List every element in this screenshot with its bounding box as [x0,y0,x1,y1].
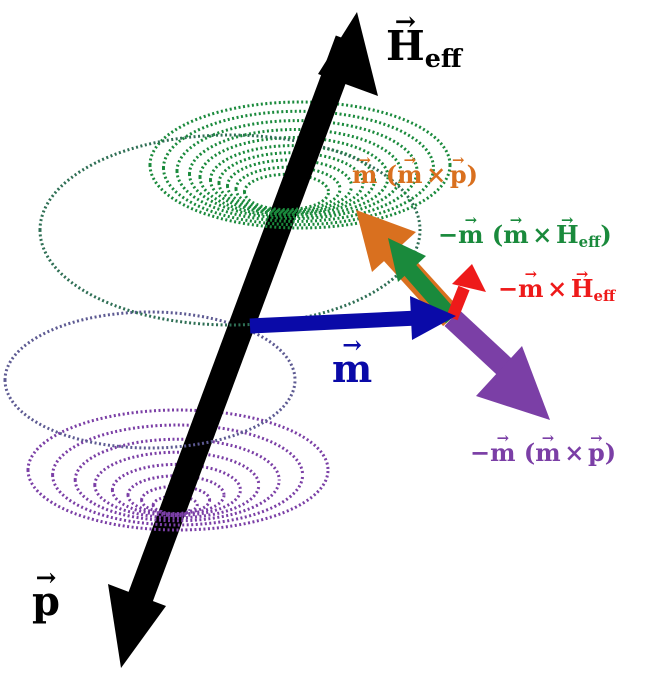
prefix: − [470,438,491,467]
precession-spiral-back [3,100,452,511]
spiral-arc [26,408,330,471]
label-neg-m-x-heff: −m×Heff [498,274,615,305]
label-neg-m-m-x-heff: −m (m×Heff) [438,220,612,251]
spiral-arc [188,128,403,175]
precession-spiral-front [3,164,452,532]
axis-head-top [318,12,378,96]
spiral-arc [73,437,281,481]
spiral-arc [209,179,376,216]
label-m: m [332,346,372,391]
spiral-arc [51,423,305,476]
m-symbol: m [458,220,483,249]
p-symbol: p [450,160,467,189]
eff-subscript: eff [593,287,616,306]
h-eff-sub: eff [424,43,462,74]
spiral-arc [198,136,390,178]
spiral-arc [73,479,281,523]
spiral-arc [126,494,226,516]
spiral-arc [51,474,305,527]
spiral-arc [3,310,297,381]
spiral-arc [175,170,419,223]
p-symbol: p [588,438,605,467]
m-symbol: m [490,438,515,467]
spiral-arc [226,158,353,187]
spiral-arc [198,176,390,218]
spiral-arc [188,173,403,220]
axis-arrow [108,12,378,668]
paren-open: ( [491,220,504,249]
label-m-m-x-p: m (m×p) [352,160,478,189]
p-main: p [32,578,60,625]
m-symbol: m [503,220,528,249]
axis-head-bottom [108,584,166,668]
m-symbol: m [397,160,422,189]
spiral-arc [38,229,422,327]
paren-open: ( [385,160,398,189]
paren-close: ) [600,220,612,249]
label-h-eff: Heff [386,22,462,73]
h-symbol: H [571,274,594,303]
m-main: m [332,346,372,391]
paren-close: ) [466,160,478,189]
spiral-arc [175,119,419,172]
spiral-arc [151,504,199,516]
label-p: p [32,578,60,625]
precession-torque-arrow-green [388,238,459,324]
magnetization-arrow-blue [249,296,456,340]
cross-operator: × [426,160,447,189]
m-symbol: m [352,160,377,189]
cross-operator: × [532,220,553,249]
cross-operator: × [547,274,568,303]
label-neg-m-m-x-p: −m (m×p) [470,438,616,467]
spiral-arc [3,379,297,450]
spiral-arc [38,133,422,231]
prefix: − [498,274,519,303]
h-eff-main: H [386,22,425,70]
eff-subscript: eff [578,233,601,252]
paren-close: ) [604,438,617,467]
cross-operator: × [564,438,585,467]
spiral-arc [26,469,330,532]
damping-arrow-purple [444,309,550,420]
spiral-arc [226,185,353,214]
m-symbol: m [518,274,543,303]
prefix: − [438,220,459,249]
m-symbol: m [535,438,560,467]
h-symbol: H [556,220,579,249]
spiral-arc [151,494,199,506]
field-torque-arrow-red [446,264,486,321]
paren-open: ( [523,438,536,467]
